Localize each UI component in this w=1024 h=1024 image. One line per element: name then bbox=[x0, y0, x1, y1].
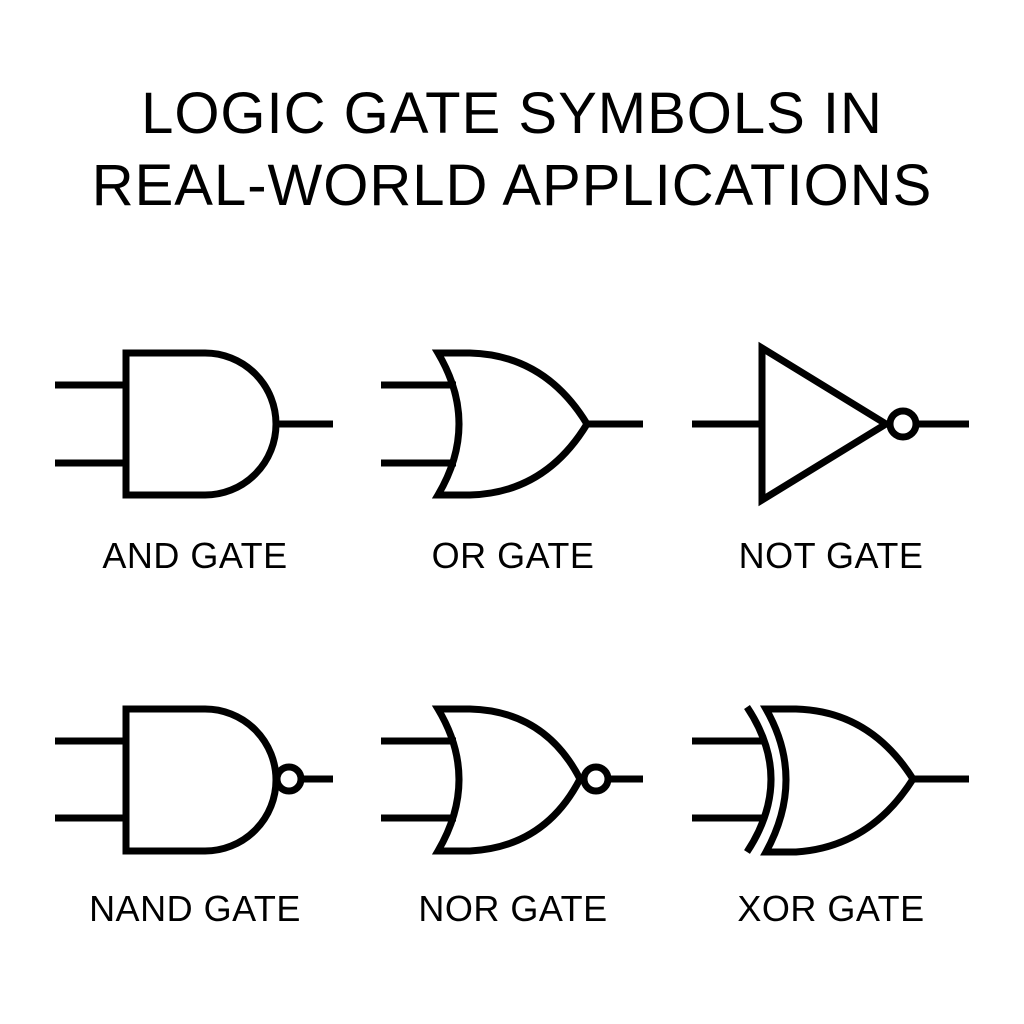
not-gate-icon bbox=[692, 341, 969, 507]
title-line-1: LOGIC GATE SYMBOLS IN bbox=[141, 81, 883, 146]
not-gate-label: NOT GATE bbox=[738, 535, 924, 576]
page-title: LOGIC GATE SYMBOLS IN REAL-WORLD APPLICA… bbox=[0, 78, 1024, 222]
and-gate-label: AND GATE bbox=[102, 535, 288, 576]
or-gate-label: OR GATE bbox=[431, 535, 595, 576]
xor-gate-label: XOR GATE bbox=[737, 888, 925, 929]
nor-gate-icon bbox=[381, 705, 643, 855]
nand-gate-icon bbox=[55, 705, 333, 855]
nor-gate-label: NOR GATE bbox=[418, 888, 608, 929]
and-gate-icon bbox=[55, 349, 333, 499]
nand-gate-label: NAND GATE bbox=[89, 888, 301, 929]
or-gate-icon bbox=[381, 349, 643, 499]
title-line-2: REAL-WORLD APPLICATIONS bbox=[91, 153, 933, 218]
xor-gate-icon bbox=[692, 705, 969, 856]
